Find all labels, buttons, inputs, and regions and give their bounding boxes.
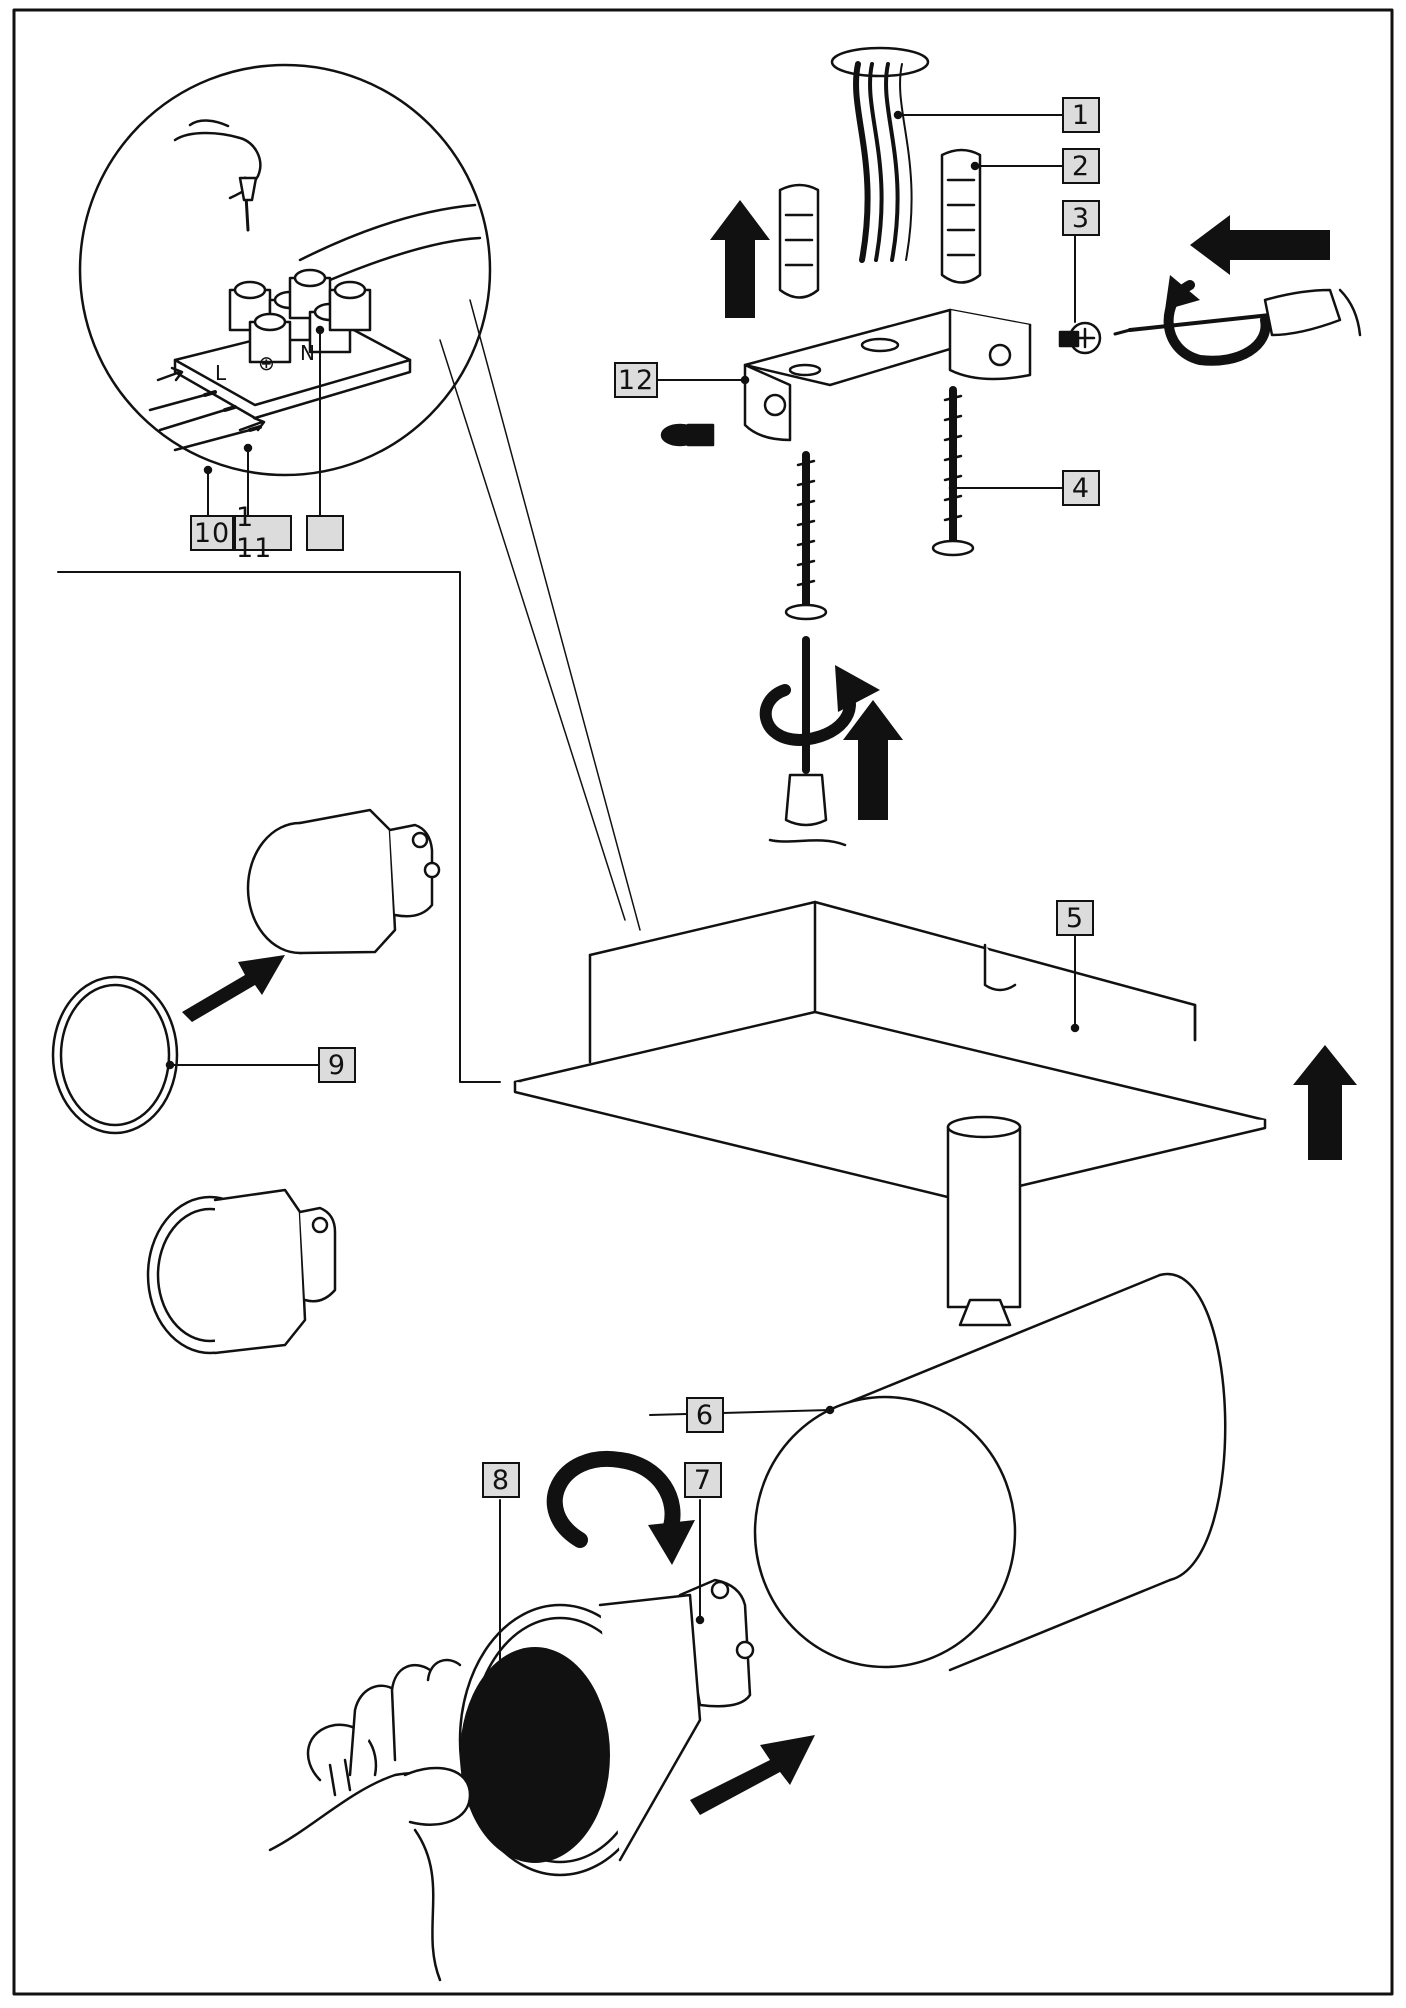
- spotlight-stem: [946, 1115, 1022, 1327]
- callout-7: 7: [684, 1462, 722, 1498]
- wall-cable: [830, 46, 1063, 263]
- callout-2: 2: [1062, 148, 1100, 184]
- wall-plugs: [778, 148, 1063, 299]
- callout-5: 5: [1056, 900, 1094, 936]
- callout-blank: [306, 515, 344, 551]
- twist-arrow-icon: [546, 1450, 681, 1548]
- group-bracket-line: [57, 571, 501, 1083]
- left-arrow-icon: [1190, 215, 1330, 275]
- spotlight-body: [649, 1272, 1227, 1672]
- terminal-mark-l: L: [215, 361, 227, 385]
- callout-10: 10: [190, 515, 234, 551]
- loose-bulb: [146, 1188, 337, 1355]
- mounting-bracket: [649, 308, 1032, 442]
- callout-11: 1 11: [234, 502, 292, 564]
- bracket-screw: [660, 423, 715, 447]
- wiring-detail-circle: [78, 63, 492, 516]
- callout-8: 8: [482, 1462, 520, 1498]
- callout-4: 4: [1062, 470, 1100, 506]
- up-arrow-screw-icon: [843, 700, 903, 820]
- callout-3: 3: [1062, 200, 1100, 236]
- terminal-mark-n: N: [300, 341, 315, 365]
- callout-9: 9: [318, 1047, 356, 1083]
- screwdriver-top: [1113, 288, 1362, 337]
- up-arrow-plate-icon: [1293, 1045, 1357, 1160]
- insert-arrow-icon: [690, 1735, 815, 1815]
- earth-screw: [1058, 235, 1102, 355]
- rotate-arrow-bottom-icon: [759, 684, 856, 746]
- callout-6: 6: [686, 1397, 724, 1433]
- screwdriver-bottom: [768, 636, 847, 847]
- callout-1: 1: [1062, 97, 1100, 133]
- ring-arrow-icon: [182, 955, 285, 1022]
- bulb-assembly: [458, 1499, 755, 1877]
- page-frame: [12, 8, 1394, 1996]
- magnification-lines: [439, 299, 641, 931]
- ceiling-plate: [513, 900, 1267, 1202]
- bulb-with-ring: [51, 808, 441, 1135]
- callout-12: 12: [614, 362, 658, 398]
- terminal-markings: L ⊕ N: [215, 341, 315, 385]
- terminal-mark-earth: ⊕: [258, 351, 275, 375]
- hand-illustration: [268, 1658, 472, 1982]
- wall-screws: [784, 386, 1063, 621]
- up-arrow-plugs-icon: [710, 200, 770, 318]
